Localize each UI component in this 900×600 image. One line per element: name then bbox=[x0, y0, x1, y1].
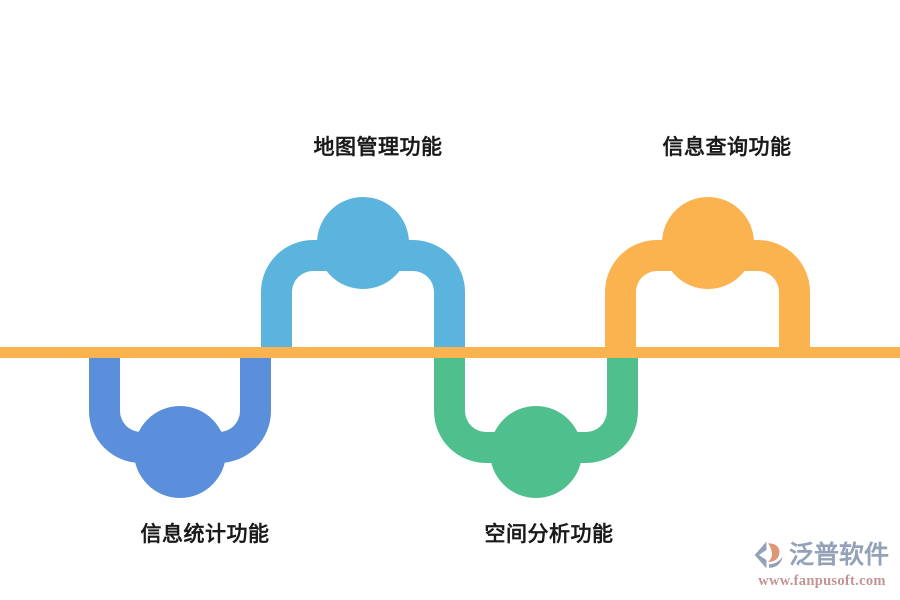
node-label-spatial-analysis: 空间分析功能 bbox=[484, 523, 614, 546]
node-label-info-statistics: 信息统计功能 bbox=[140, 523, 270, 546]
watermark: 泛普软件 www.fanpusoft.com bbox=[752, 538, 892, 592]
baseline-axis bbox=[0, 347, 900, 358]
arch-path-map-management bbox=[261, 240, 465, 352]
arch-path-spatial-analysis bbox=[434, 352, 638, 463]
arch-path-info-statistics bbox=[89, 352, 271, 463]
node-circle-spatial-analysis bbox=[490, 406, 582, 498]
node-circle-info-query bbox=[662, 197, 754, 289]
node-shape-map-management[interactable] bbox=[261, 197, 465, 352]
watermark-url-text: www.fanpusoft.com bbox=[758, 573, 886, 589]
node-circle-map-management bbox=[317, 197, 409, 289]
node-shape-info-query[interactable] bbox=[605, 197, 810, 352]
node-label-info-query: 信息查询功能 bbox=[662, 136, 792, 159]
node-shape-spatial-analysis[interactable] bbox=[434, 352, 638, 498]
node-circle-info-statistics bbox=[134, 406, 226, 498]
watermark-brand-text: 泛普软件 bbox=[789, 540, 890, 569]
fanpu-logo-icon bbox=[754, 541, 783, 569]
watermark-brand-row: 泛普软件 bbox=[752, 538, 892, 572]
node-shape-info-statistics[interactable] bbox=[89, 352, 271, 498]
arch-path-info-query bbox=[605, 240, 810, 352]
node-label-map-management: 地图管理功能 bbox=[313, 136, 443, 159]
